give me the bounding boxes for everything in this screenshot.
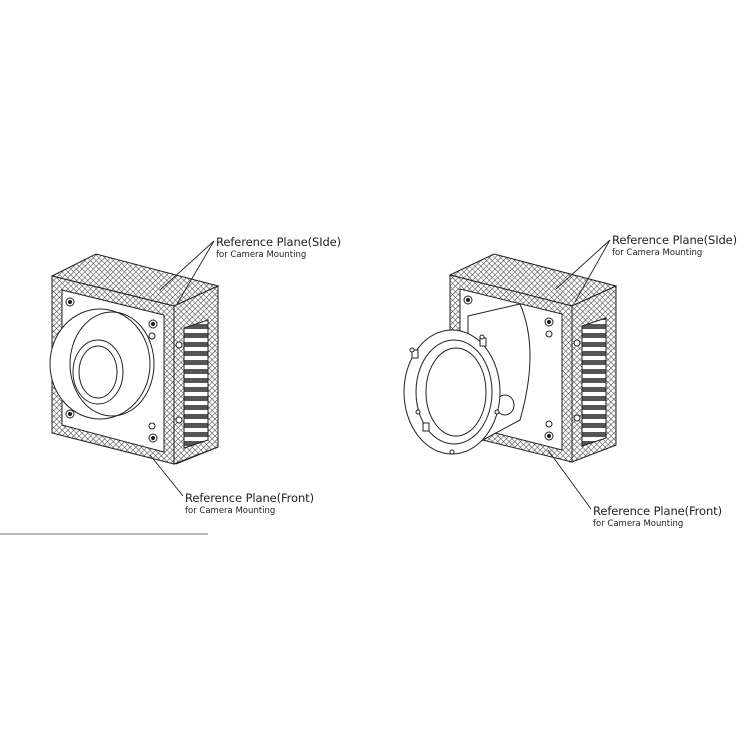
callout-title: Reference Plane(Front) xyxy=(593,504,722,518)
right-leader-lines xyxy=(547,239,611,510)
camera-left-corner-screws xyxy=(65,297,158,443)
divider-line xyxy=(0,533,208,535)
camera-right-corner-screws xyxy=(463,295,554,441)
callout-title: Reference Plane(Front) xyxy=(185,491,314,505)
right-side-reference-callout: Reference Plane(SIde) for Camera Mountin… xyxy=(612,233,737,259)
callout-title: Reference Plane(SIde) xyxy=(216,235,342,249)
camera-right-drawing xyxy=(403,253,618,463)
camera-right-side-hole xyxy=(573,414,581,422)
left-front-reference-callout: Reference Plane(Front) for Camera Mounti… xyxy=(185,491,314,517)
left-leader-lines xyxy=(149,240,215,497)
camera-right-cooling-fins xyxy=(581,317,607,447)
right-front-reference-callout: Reference Plane(Front) for Camera Mounti… xyxy=(593,504,722,530)
camera-left-side-hole xyxy=(175,416,183,424)
callout-subtitle: for Camera Mounting xyxy=(216,250,307,260)
callout-subtitle: for Camera Mounting xyxy=(612,248,703,258)
camera-left-side-hole xyxy=(175,341,183,349)
camera-left-lens xyxy=(49,308,155,420)
callout-subtitle: for Camera Mounting xyxy=(185,506,276,516)
camera-left-drawing xyxy=(49,253,220,465)
camera-left-cooling-fins xyxy=(183,319,209,449)
camera-right-side-hole xyxy=(573,339,581,347)
left-side-reference-callout: Reference Plane(SIde) for Camera Mountin… xyxy=(216,235,341,261)
callout-subtitle: for Camera Mounting xyxy=(593,519,684,529)
callout-title: Reference Plane(SIde) xyxy=(612,233,738,247)
camera-right-lens-mount xyxy=(403,303,531,455)
